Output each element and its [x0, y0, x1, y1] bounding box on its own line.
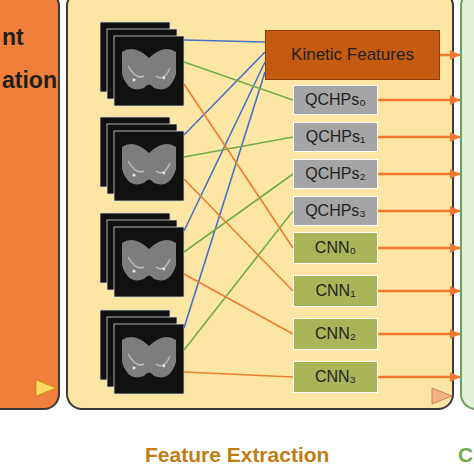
kinetic-wires [184, 40, 265, 328]
feature-arrow [378, 333, 460, 336]
feature-box: CNN₃ [293, 361, 378, 393]
feature-arrow [378, 136, 460, 139]
feature-box: CNN₁ [293, 275, 378, 307]
mri-slice [107, 29, 177, 99]
feature-arrow [378, 290, 460, 293]
feature-box: QCHPs₁ [293, 122, 378, 152]
stage-panel: Feature ExtractionKinetic FeaturesQCHPs₀… [66, 0, 454, 410]
box-label: CNN₁ [315, 282, 355, 300]
feature-arrow [378, 99, 460, 102]
feature-arrow [378, 210, 460, 213]
feature-box: Kinetic Features [265, 30, 440, 80]
mri-slice [100, 22, 170, 92]
feature-arrow [378, 376, 460, 379]
feature-box: CNN₂ [293, 318, 378, 350]
stage-heading: C [458, 443, 474, 467]
feature-arrow [378, 247, 460, 250]
cnn-wires [184, 84, 293, 377]
mri-slice [100, 310, 170, 380]
feature-arrow [440, 54, 460, 57]
stage-marker [432, 388, 452, 404]
mri-slice [114, 227, 184, 297]
mri-slice [114, 324, 184, 394]
feature-box: QCHPs₃ [293, 196, 378, 226]
box-label: QCHPs₁ [306, 128, 366, 146]
mri-slice [114, 36, 184, 106]
box-label: QCHPs₂ [305, 165, 365, 183]
feature-box: QCHPs₀ [293, 85, 378, 115]
feature-box: QCHPs₂ [293, 159, 378, 189]
mri-slice [114, 131, 184, 201]
mri-slice [107, 220, 177, 290]
stage-heading: nt ation [2, 16, 62, 102]
box-label: CNN₂ [315, 325, 356, 343]
feature-box: CNN₀ [293, 232, 378, 264]
mri-slice [100, 117, 170, 187]
stage-marker [36, 380, 56, 396]
mri-slice [107, 317, 177, 387]
box-label: QCHPs₃ [305, 202, 366, 220]
mri-slice [107, 124, 177, 194]
box-label: CNN₀ [315, 239, 356, 257]
qchp-wires [184, 62, 293, 350]
box-label: Kinetic Features [291, 45, 414, 65]
stage-panel: nt ation [0, 0, 60, 410]
mri-slice [100, 213, 170, 283]
stage-heading: Feature Extraction [145, 443, 405, 467]
box-label: CNN₃ [315, 368, 356, 386]
stage-panel: C [460, 0, 474, 410]
box-label: QCHPs₀ [305, 91, 366, 109]
feature-arrow [378, 173, 460, 176]
